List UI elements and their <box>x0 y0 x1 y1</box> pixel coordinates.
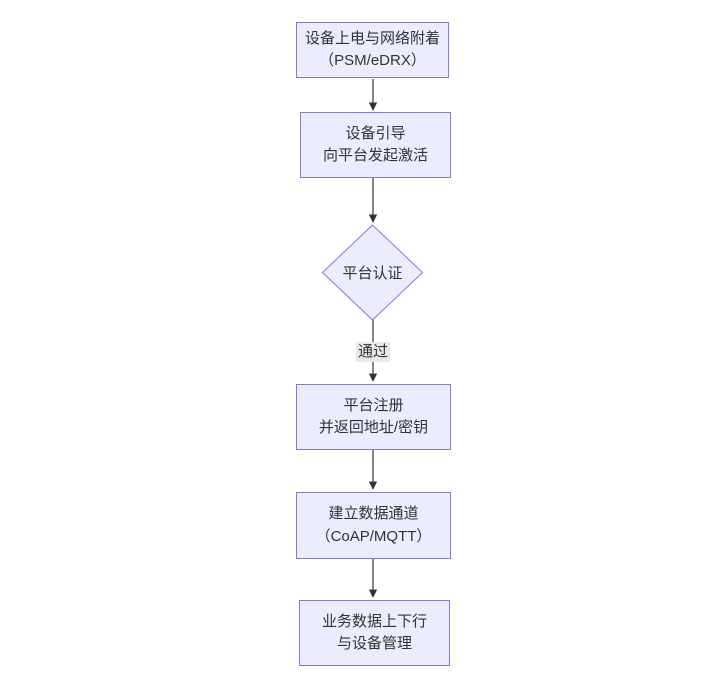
node-platform-auth-text: 平台认证 <box>342 265 403 282</box>
node-device-bootstrap-line2: 向平台发起激活 <box>322 147 428 164</box>
node-data-channel: 建立数据通道 （CoAP/MQTT） <box>296 492 451 559</box>
edge-label-pass: 通过 <box>355 341 391 363</box>
node-business-data-line2: 与设备管理 <box>336 635 412 652</box>
node-business-data-line1: 业务数据上下行 <box>321 612 427 630</box>
node-platform-register-line2: 并返回地址/密钥 <box>318 419 429 436</box>
node-device-bootstrap-line1: 设备引导 <box>345 124 406 142</box>
node-power-attach: 设备上电与网络附着 （PSM/eDRX） <box>296 22 449 78</box>
node-data-channel-line1: 建立数据通道 <box>328 505 419 522</box>
node-platform-auth-label: 平台认证 <box>322 256 423 289</box>
node-data-channel-line2: （CoAP/MQTT） <box>315 527 432 545</box>
node-device-bootstrap: 设备引导 向平台发起激活 <box>300 112 451 178</box>
node-power-attach-line2: （PSM/eDRX） <box>319 52 426 69</box>
node-platform-auth-shape <box>321 224 424 321</box>
node-platform-register: 平台注册 并返回地址/密钥 <box>296 384 451 450</box>
node-business-data: 业务数据上下行 与设备管理 <box>299 600 450 666</box>
node-platform-register-line1: 平台注册 <box>343 396 404 414</box>
node-power-attach-line1: 设备上电与网络附着 <box>304 29 440 47</box>
